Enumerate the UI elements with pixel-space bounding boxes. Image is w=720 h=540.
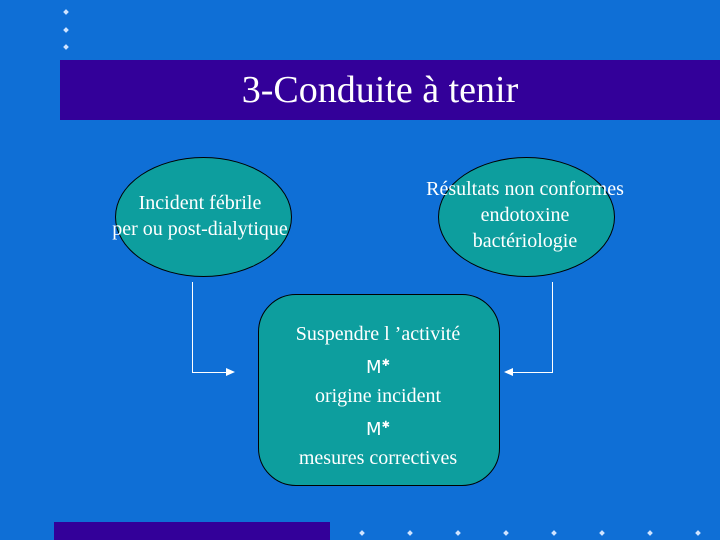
left-node-line: per ou post-dialytique [112,218,288,240]
center-line-origin: origine incident [314,385,442,407]
step-symbol-icon: M✱ [366,357,390,378]
decor-dot [407,530,413,536]
right-node-line: endotoxine [480,204,570,226]
right-connector-horizontal [512,372,553,373]
decor-dot [63,9,69,15]
decor-dot [647,530,653,536]
slide-title: 3-Conduite à tenir [241,69,519,111]
decor-dot [599,530,605,536]
bottom-bar [54,522,330,540]
center-box [258,294,500,486]
left-ellipse [115,157,292,277]
left-connector-vertical [192,282,193,372]
decor-dot [63,44,69,50]
left-node-line: Incident fébrile [138,192,262,214]
decor-dot [551,530,557,536]
decor-dot [695,530,701,536]
title-bar: 3-Conduite à tenir [60,60,720,120]
decor-dot [503,530,509,536]
step-symbol-icon: M✱ [366,419,390,440]
right-connector-vertical [552,282,553,372]
arrow-left-icon [504,368,513,376]
right-node-line: Résultats non conformes [426,178,624,200]
decor-dot [359,530,365,536]
left-connector-horizontal [192,372,227,373]
decor-dot [63,27,69,33]
center-line-suspend: Suspendre l ’activité [295,323,461,345]
left-node-text: Incident fébrile per ou post-dialytique [85,190,315,242]
arrow-right-icon [226,368,235,376]
right-ellipse [438,157,615,277]
center-node-text: Suspendre l ’activité M✱ origine inciden… [258,320,498,473]
center-line-measures: mesures correctives [298,447,458,469]
right-node-line: bactériologie [472,230,578,252]
decor-dot [455,530,461,536]
right-node-text: Résultats non conformes endotoxine bacté… [395,176,655,254]
